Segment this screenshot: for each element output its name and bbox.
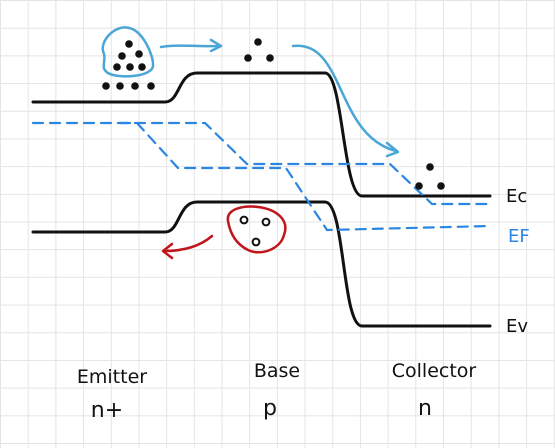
electron	[244, 54, 252, 62]
fermi-line-lower	[118, 121, 492, 232]
electron	[131, 82, 139, 90]
region-doping-emitter: n+	[91, 398, 123, 423]
hole-flow-arrow-head	[161, 242, 174, 260]
region-name-emitter: Emitter	[77, 366, 147, 388]
valence-band-line	[31, 200, 492, 328]
electron	[126, 63, 134, 71]
hole	[239, 215, 249, 225]
electron-flow-arrow-1-head	[209, 38, 223, 53]
electron	[415, 182, 423, 190]
fermi-level-label: EF	[508, 226, 530, 247]
electron	[138, 63, 146, 71]
electron	[125, 40, 133, 48]
region-doping-base: p	[263, 396, 277, 421]
collector-electrons	[415, 163, 445, 190]
hole-flow-arrow-line	[162, 234, 214, 253]
region-name-base: Base	[254, 360, 300, 382]
electron	[147, 82, 155, 90]
electron	[254, 38, 262, 46]
electron	[116, 82, 124, 90]
hole-flow-arrow	[161, 234, 214, 260]
base-holes	[226, 205, 287, 254]
electron	[437, 182, 445, 190]
hole	[251, 237, 261, 247]
electron-flow-arrow-2-head	[385, 141, 400, 158]
electron-flow-arrow-2	[291, 44, 398, 153]
electron-flow-arrow-1	[159, 44, 221, 49]
base-electrons	[244, 38, 274, 62]
valence-band-label: Ev	[506, 316, 528, 337]
electron	[102, 82, 110, 90]
electron-flow-arrows	[159, 38, 400, 158]
conduction-band-line	[31, 71, 492, 198]
conduction-band-label: Ec	[506, 186, 527, 207]
emitter-electrons	[101, 26, 155, 90]
fermi-level-lines	[31, 121, 492, 232]
electron	[118, 52, 126, 60]
electron	[426, 163, 434, 171]
electron	[266, 54, 274, 62]
electron	[113, 63, 121, 71]
region-doping-collector: n	[418, 396, 432, 421]
region-name-collector: Collector	[392, 360, 477, 382]
hole	[261, 217, 271, 227]
electron-group-outline	[101, 26, 155, 78]
fermi-line-upper	[31, 121, 492, 206]
electron	[135, 50, 143, 58]
hole-group-outline	[226, 205, 287, 254]
